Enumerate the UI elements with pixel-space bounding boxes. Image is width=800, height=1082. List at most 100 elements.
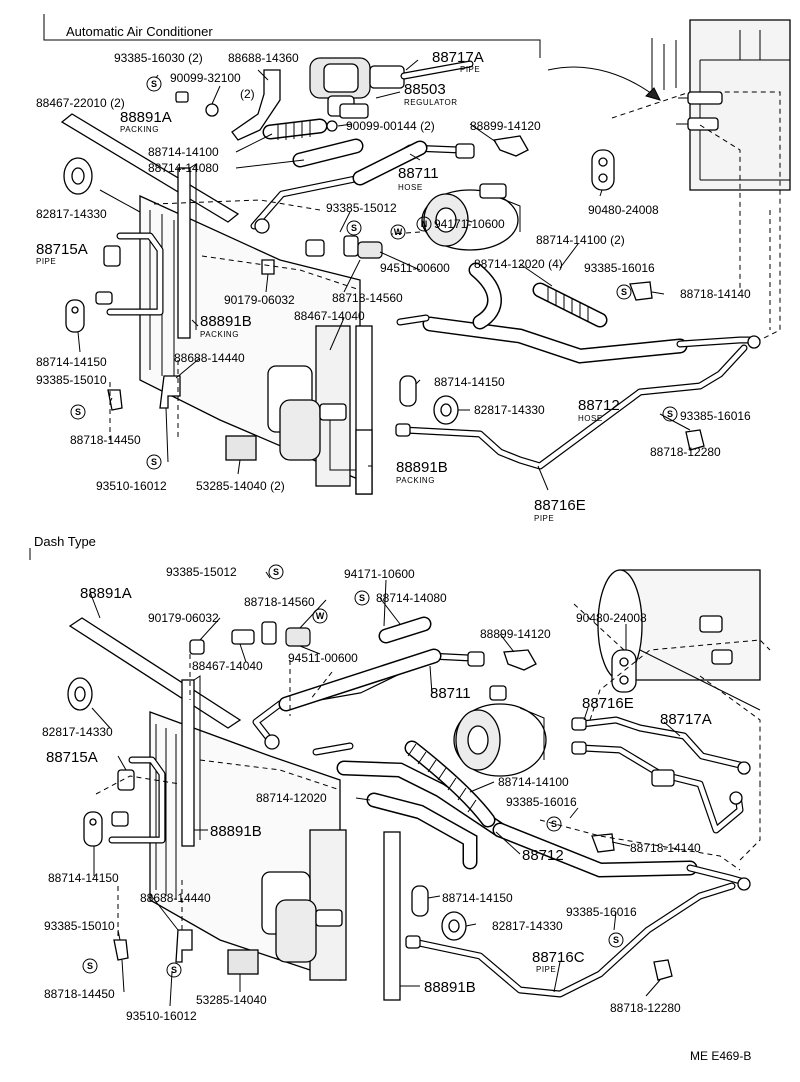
svg-text:88718-14560: 88718-14560 (332, 291, 403, 305)
svg-text:S: S (273, 567, 279, 577)
svg-text:88718-14140: 88718-14140 (630, 841, 701, 855)
svg-text:W: W (316, 611, 325, 621)
svg-text:S: S (667, 409, 673, 419)
pipe-88716C (405, 882, 736, 998)
ring-82817-14330 (63, 157, 93, 195)
svg-text:90480-24008: 90480-24008 (576, 611, 647, 625)
label-88891A-dash: 88891A (80, 585, 132, 602)
leaders-top (77, 59, 691, 491)
diagram-code: ME E469-B (690, 1049, 751, 1063)
bottom-section-title: Dash Type (34, 534, 96, 549)
label-88711: 88711 (398, 165, 439, 182)
packing-88891B-dash (181, 679, 195, 847)
pad-53285-14040-dash (227, 949, 259, 975)
packing-88891B-lower (355, 429, 373, 495)
clamp-88899-14120 (492, 135, 529, 157)
compressor-dash (453, 685, 547, 777)
pipes-88716E-88717A-dash (571, 716, 751, 834)
svg-text:88718-12280: 88718-12280 (610, 1001, 681, 1015)
svg-text:88714-14080: 88714-14080 (148, 161, 219, 175)
packing-88891A (60, 113, 240, 223)
hose-sleeves (262, 118, 364, 168)
clamp-88899-14120-dash (503, 649, 537, 671)
svg-text:90179-06032: 90179-06032 (148, 611, 219, 625)
fittings-top (261, 235, 383, 275)
symbols-top: S S W N S S S S (70, 76, 678, 470)
label-88503: 88503 (404, 81, 446, 98)
svg-text:93385-15010: 93385-15010 (36, 373, 107, 387)
svg-text:S: S (151, 79, 157, 89)
svg-text:88688-14440: 88688-14440 (140, 891, 211, 905)
label-88715A: 88715A (36, 241, 88, 258)
svg-text:88714-12020: 88714-12020 (256, 791, 327, 805)
svg-text:S: S (171, 965, 177, 975)
top-section: Automatic Air Conditioner (36, 14, 791, 523)
hose-88711-dash (252, 648, 485, 750)
clip-88718-14450-dash (113, 939, 129, 961)
svg-text:90480-24008: 90480-24008 (588, 203, 659, 217)
svg-text:HOSE: HOSE (578, 414, 603, 423)
svg-text:88714-14150: 88714-14150 (434, 375, 505, 389)
hose-88711 (250, 140, 475, 234)
svg-text:93385-16030 (2): 93385-16030 (2) (114, 51, 203, 65)
svg-text:88714-14080: 88714-14080 (376, 591, 447, 605)
svg-text:88467-14040: 88467-14040 (294, 309, 365, 323)
regulator-assembly (309, 57, 474, 119)
symbols-bottom: S S W S S S S (82, 564, 624, 978)
label-88711-dash: 88711 (430, 685, 471, 702)
svg-text:PIPE: PIPE (460, 65, 480, 74)
plate-ring-mid-dash (411, 885, 467, 941)
svg-text:88467-22010 (2): 88467-22010 (2) (36, 96, 125, 110)
svg-text:94511-00600: 94511-00600 (288, 651, 358, 665)
svg-text:82817-14330: 82817-14330 (42, 725, 113, 739)
svg-text:REGULATOR: REGULATOR (404, 98, 458, 107)
ring-82817-14330-dash (67, 677, 93, 711)
clamp-88718-14140 (629, 281, 653, 301)
svg-text:88688-14360: 88688-14360 (228, 51, 299, 65)
svg-text:88714-14150: 88714-14150 (442, 891, 513, 905)
grommet-90480-24008 (591, 149, 615, 191)
svg-text:82817-14330: 82817-14330 (492, 919, 563, 933)
svg-text:88718-14450: 88718-14450 (44, 987, 115, 1001)
top-section-title: Automatic Air Conditioner (66, 24, 213, 39)
labels-top: 88717A PIPE 88503 REGULATOR 93385-16030 … (36, 49, 751, 523)
svg-text:88899-14120: 88899-14120 (470, 119, 541, 133)
dashes-bottom (95, 639, 771, 936)
pipe-88716E (395, 344, 748, 470)
svg-text:88714-14150: 88714-14150 (48, 871, 119, 885)
svg-text:93385-16016: 93385-16016 (680, 409, 751, 423)
svg-text:93385-15010: 93385-15010 (44, 919, 115, 933)
svg-text:93510-16012: 93510-16012 (126, 1009, 197, 1023)
clip-88718-12280-dash (653, 959, 673, 981)
svg-text:PACKING: PACKING (396, 476, 435, 485)
packing-88891B (177, 167, 191, 339)
hose-88712-dash (312, 740, 751, 891)
svg-text:88714-14100: 88714-14100 (148, 145, 219, 159)
svg-text:94171-10600: 94171-10600 (434, 217, 505, 231)
label-88712: 88712 (578, 397, 620, 414)
svg-text:93385-16016: 93385-16016 (506, 795, 577, 809)
fittings-dash (189, 621, 311, 655)
svg-text:W: W (394, 227, 403, 237)
svg-text:S: S (621, 287, 627, 297)
svg-text:S: S (551, 819, 557, 829)
bolt-88467-22010 (175, 91, 189, 103)
svg-text:53285-14040: 53285-14040 (196, 993, 267, 1007)
clip-90099-32100 (205, 103, 219, 117)
label-88891B-lower: 88891B (396, 459, 448, 476)
svg-text:93385-15012: 93385-15012 (166, 565, 237, 579)
svg-text:88714-14100: 88714-14100 (498, 775, 569, 789)
svg-text:93385-16016: 93385-16016 (566, 905, 637, 919)
svg-text:S: S (87, 961, 93, 971)
svg-text:PIPE: PIPE (36, 257, 56, 266)
svg-text:93510-16012: 93510-16012 (96, 479, 167, 493)
svg-text:88467-14040: 88467-14040 (192, 659, 263, 673)
pad-53285-14040 (225, 435, 257, 461)
svg-text:88714-14100 (2): 88714-14100 (2) (536, 233, 625, 247)
svg-text:88718-14450: 88718-14450 (70, 433, 141, 447)
svg-text:94171-10600: 94171-10600 (344, 567, 415, 581)
evaporator-unit (651, 19, 791, 191)
sleeve-88714-14080-dash (378, 616, 432, 644)
label-88716E: 88716E (534, 497, 586, 514)
